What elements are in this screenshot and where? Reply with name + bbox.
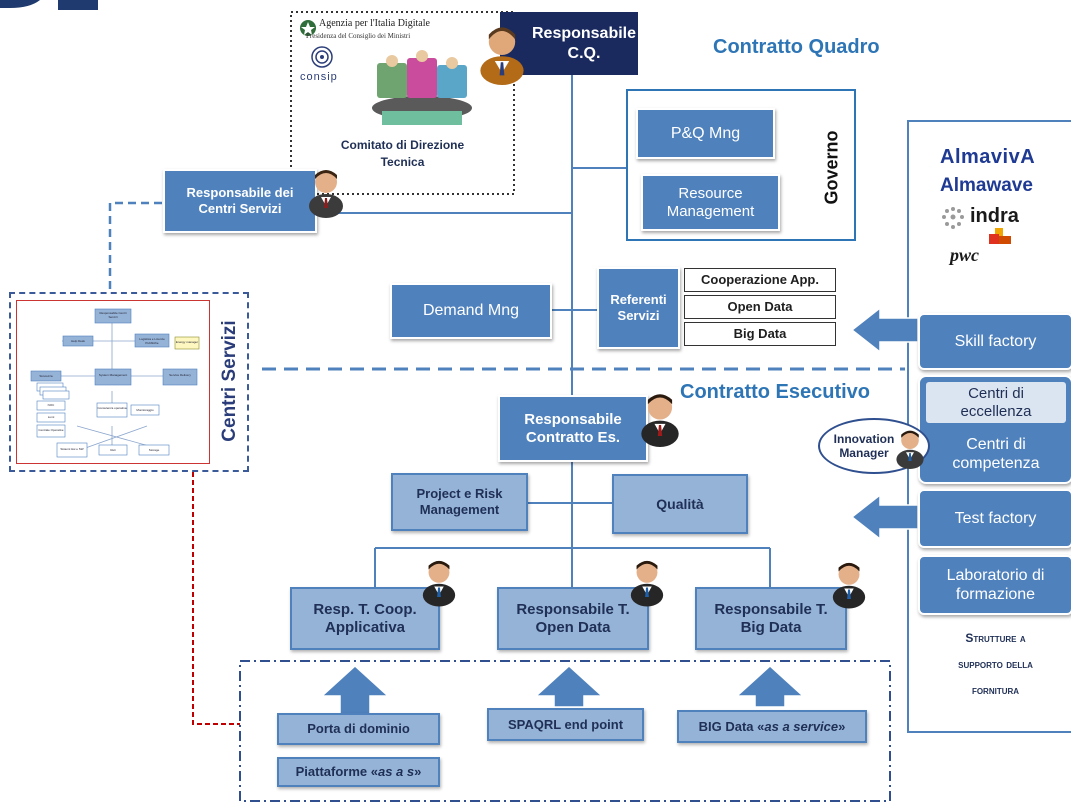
person-icon: [309, 170, 343, 218]
referente-open-data[interactable]: Open Data: [684, 295, 836, 319]
person-icon: [896, 430, 924, 469]
committee-box: Agenzia per l'Italia Digitale Presidenza…: [292, 13, 513, 193]
arrow-left-icon: [850, 306, 919, 354]
resp-big-data-box[interactable]: Responsabile T. Big Data: [695, 587, 847, 650]
contratto-esecutivo-title: Contratto Esecutivo: [680, 381, 871, 403]
consip-label: consip: [300, 71, 338, 83]
laboratorio-formazione-box[interactable]: Laboratorio di formazione: [918, 555, 1071, 615]
agency-subtitle: Presidenza del Consiglio dei Ministri: [306, 32, 411, 40]
agency-name: Agenzia per l'Italia Digitale: [319, 18, 430, 29]
thumb-sistemi: Sistemi Hw e SW: [60, 447, 84, 451]
person-icon: [630, 560, 664, 607]
contratto-quadro-title: Contratto Quadro: [713, 36, 880, 58]
strutture-supporto-label: Strutture a supporto della fornitura: [958, 631, 1033, 697]
referente-cooperazione[interactable]: Cooperazione App.: [684, 268, 836, 292]
referenti-servizi-box[interactable]: Referenti Servizi: [597, 267, 680, 349]
pwc-logo: pwc: [950, 245, 979, 265]
porta-di-dominio-box[interactable]: Porta di dominio: [277, 713, 440, 745]
person-icon: [480, 27, 524, 85]
thumb-help-desk: Help Desk: [71, 339, 85, 343]
thumb-logistica: Logistica e Licenze Pubbliche: [139, 337, 165, 345]
arrow-up-icon: [534, 664, 604, 708]
piattaforme-box[interactable]: Piattaforme «as a s»: [277, 757, 440, 787]
responsabile-contratto-es-box[interactable]: Responsabile Contratto Es.: [498, 395, 648, 462]
person-icon: [832, 562, 866, 609]
pwc-blocks-icon: [989, 228, 1011, 244]
thumb-energy: Energy manager: [175, 340, 199, 344]
thumb-storage: Storage: [148, 448, 160, 452]
thumb-node: Centrale Operative: [38, 428, 64, 432]
demand-mng-box[interactable]: Demand Mng: [390, 283, 552, 339]
responsabile-centri-servizi-box[interactable]: Responsabile dei Centri Servizi: [163, 169, 317, 233]
thumb-node: Lumi: [47, 415, 55, 419]
indra-logo: indra: [970, 205, 1019, 227]
centri-servizi-thumbnail: Responsabile Centri Servizi Help Desk Lo…: [16, 300, 210, 464]
almaviva-logo: AlmavivA: [940, 146, 1036, 168]
thumb-node: NOC: [47, 403, 55, 407]
arrow-up-icon: [320, 664, 390, 718]
meeting-clipart-icon: [372, 50, 472, 125]
thumb-sicurezza: Sicurezza: [39, 374, 53, 378]
referente-big-data[interactable]: Big Data: [684, 322, 836, 346]
resource-management-box[interactable]: Resource Management: [641, 174, 780, 231]
thumb-monitoraggio: Monitoraggio: [136, 408, 154, 412]
thumb-service: Service Delivery: [169, 373, 191, 377]
committee-name: Comitato di Direzione Tecnica: [340, 138, 465, 170]
resp-coop-applicativa-box[interactable]: Resp. T. Coop. Applicativa: [290, 587, 440, 650]
pq-mng-box[interactable]: P&Q Mng: [636, 108, 775, 159]
centri-servizi-label: Centri Servizi: [219, 320, 240, 442]
project-risk-management-box[interactable]: Project e Risk Management: [391, 473, 528, 531]
thumb-reti: Reti: [110, 448, 116, 452]
corner-logo-icon: [0, 0, 98, 10]
big-data-service-box[interactable]: BIG Data «as a service»: [677, 710, 867, 743]
spaqrl-end-point-box[interactable]: SPAQRL end point: [487, 708, 644, 741]
qualita-box[interactable]: Qualità: [612, 474, 748, 534]
thumb-root: Responsabile Centri Servizi: [99, 311, 127, 319]
thumb-consulenza: Consulenza operativa: [97, 406, 127, 410]
italy-emblem-icon: [300, 20, 316, 36]
centri-competenza-box[interactable]: Centri di competenza: [952, 435, 1040, 472]
org-chart-thumbnail-icon: [30, 308, 200, 458]
skill-factory-box[interactable]: Skill factory: [918, 313, 1071, 370]
indra-dots-icon: [942, 207, 964, 229]
governo-label: Governo: [821, 130, 842, 205]
arrow-up-icon: [735, 664, 805, 708]
responsabile-cq-box[interactable]: Responsabile C.Q.: [500, 12, 638, 75]
person-icon: [422, 560, 456, 607]
person-icon: [641, 394, 679, 447]
consip-logo-icon: [311, 46, 333, 68]
resp-open-data-box[interactable]: Responsabile T. Open Data: [497, 587, 649, 650]
test-factory-box[interactable]: Test factory: [918, 489, 1071, 548]
arrow-left-icon: [850, 493, 919, 541]
centri-eccellenza-box[interactable]: Centri di eccellenza: [925, 381, 1067, 424]
thumb-system: System Management: [98, 373, 128, 377]
almawave-logo: Almawave: [940, 175, 1033, 196]
